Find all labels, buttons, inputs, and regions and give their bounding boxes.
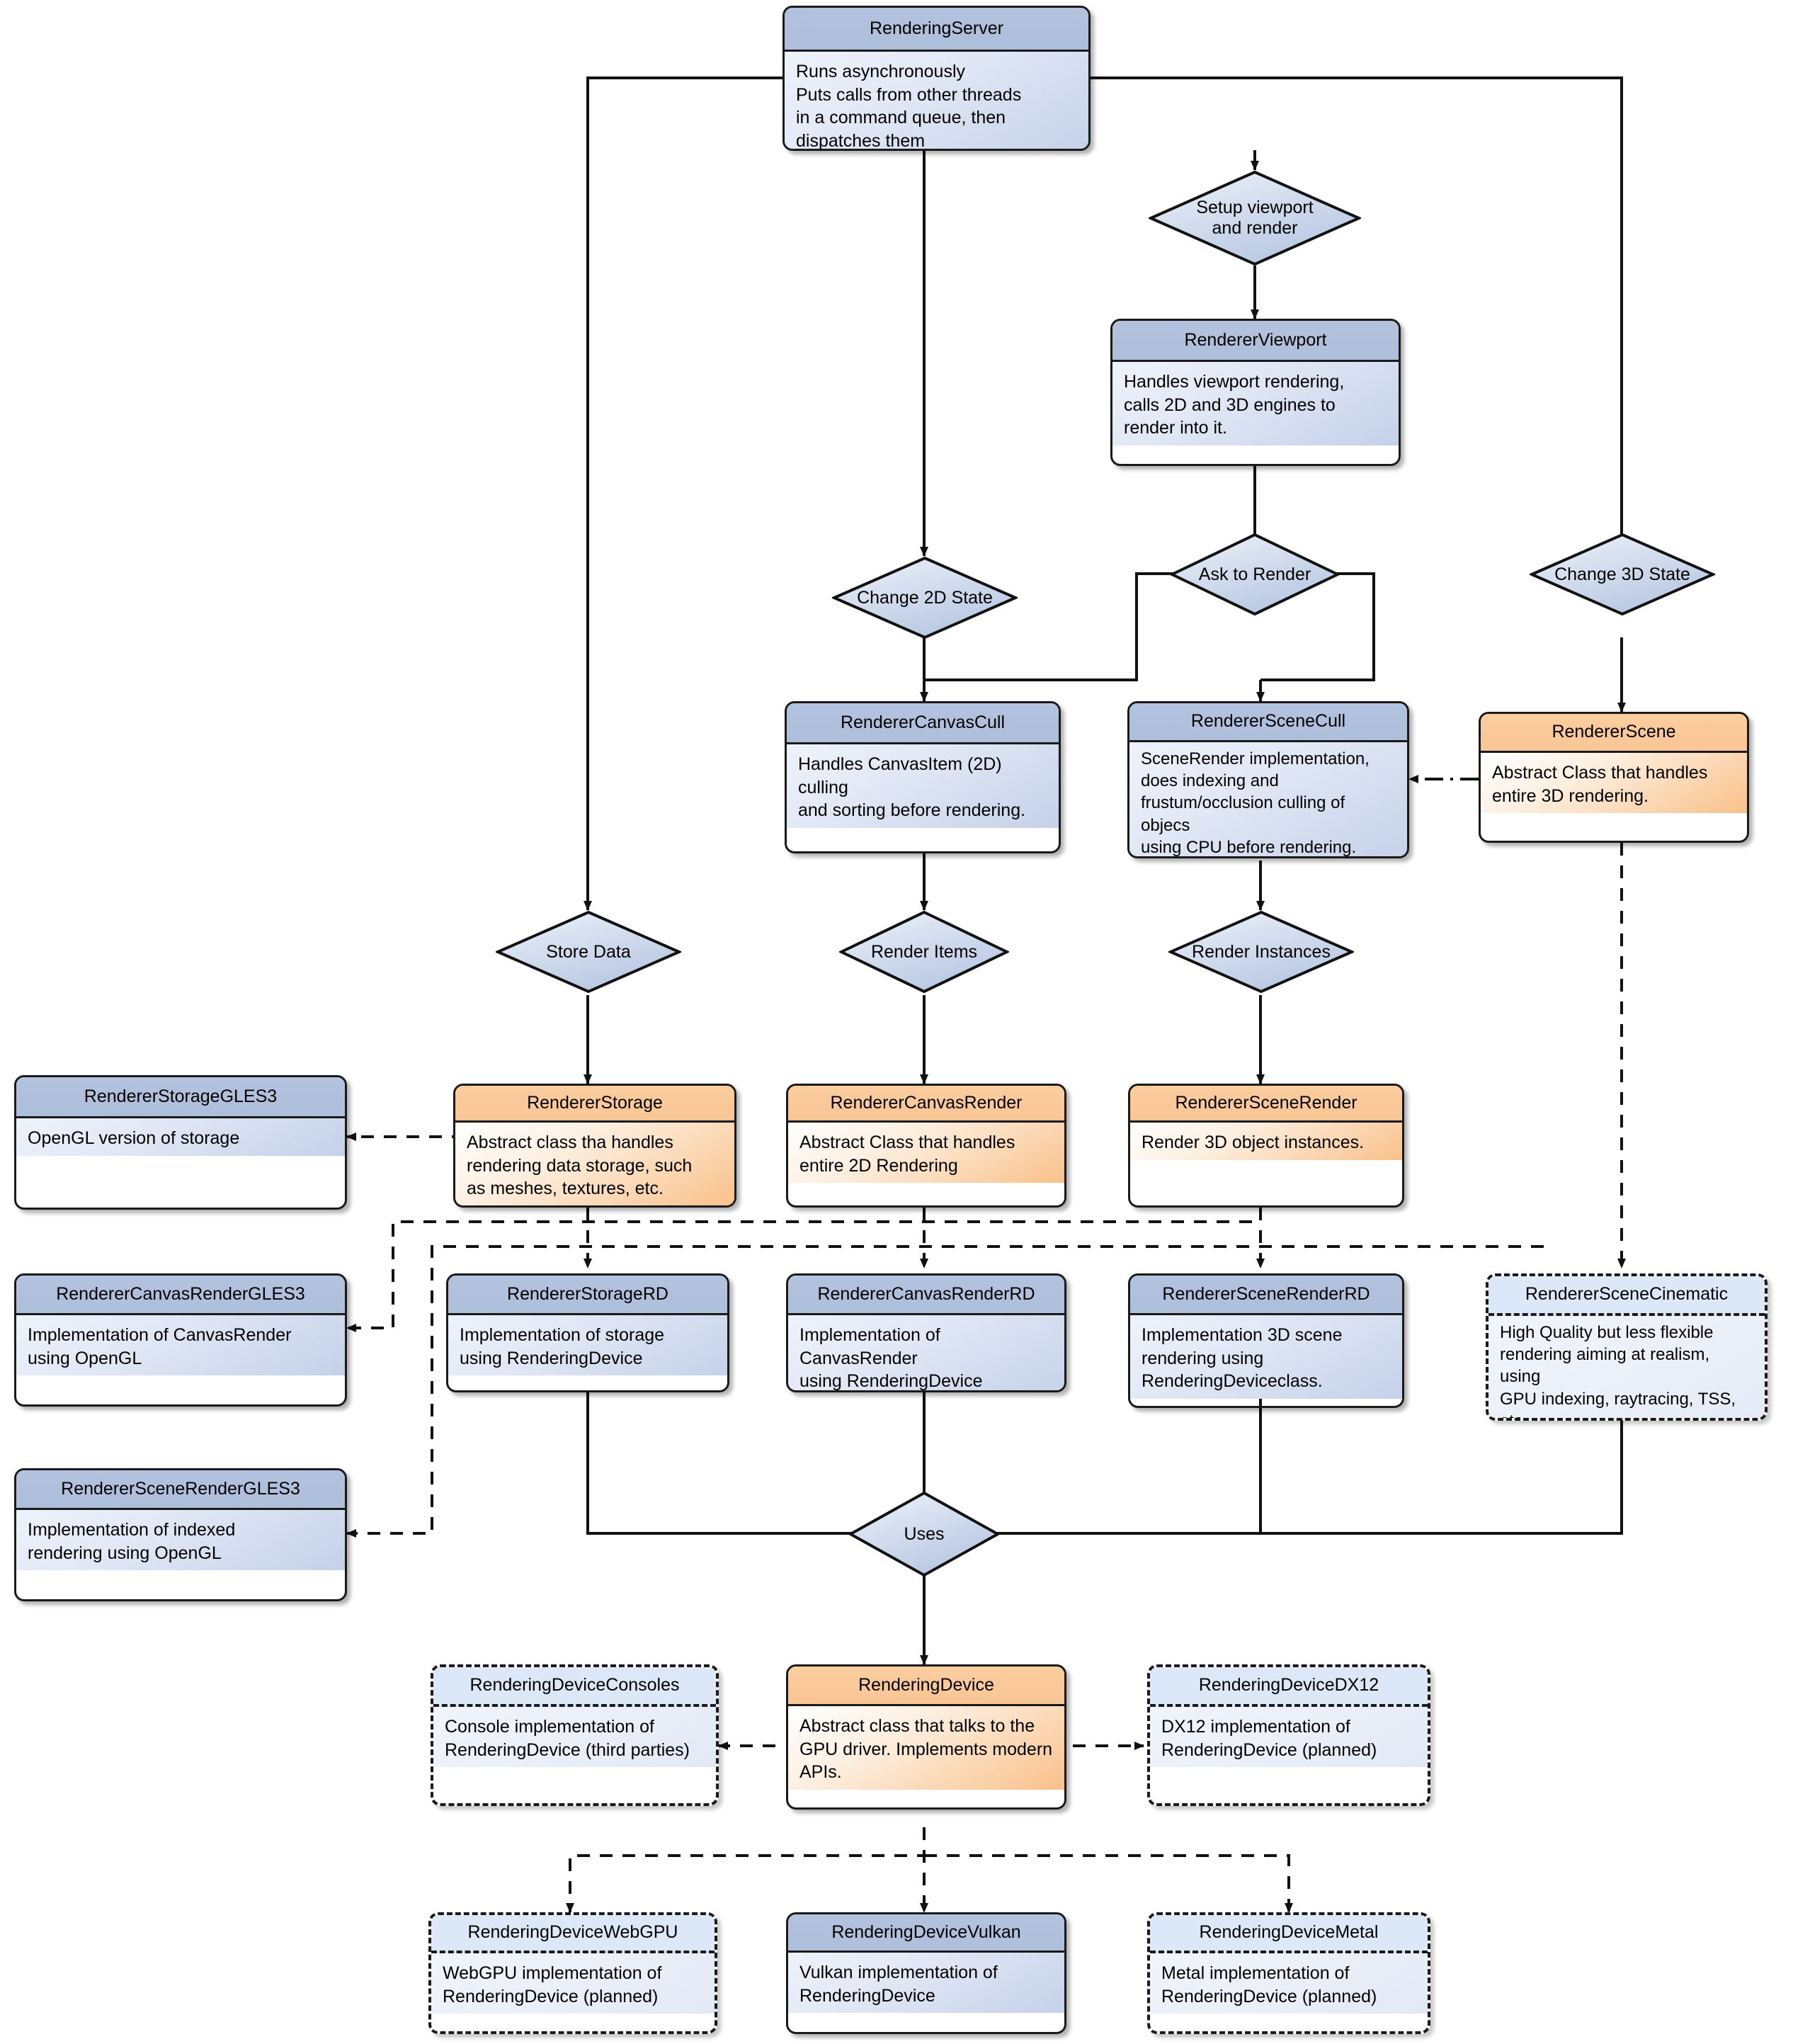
node-renderer-viewport[interactable]: RendererViewport Handles viewport render… [1110,319,1401,466]
node-body: Abstract Class that handles entire 3D re… [1481,753,1747,813]
node-title: RenderingDeviceMetal [1150,1915,1428,1953]
decision-render-instances[interactable]: Render Instances [1167,910,1355,994]
node-rendering-device-webgpu[interactable]: RenderingDeviceWebGPU WebGPU implementat… [428,1912,717,2034]
node-body: Implementation of storage using Renderin… [448,1315,727,1375]
node-renderer-canvas-cull[interactable]: RendererCanvasCull Handles CanvasItem (2… [785,701,1061,853]
node-title: RenderingDeviceConsoles [433,1667,716,1707]
diamond-shape [1528,533,1717,616]
node-renderer-storage-gles3[interactable]: RendererStorageGLES3 OpenGL version of s… [14,1075,347,1210]
node-title: RendererCanvasRender [788,1086,1064,1123]
node-body: OpenGL version of storage [16,1118,345,1156]
node-title: RenderingDevice [788,1667,1064,1706]
node-title: RendererSceneRenderRD [1130,1276,1402,1315]
node-title: RendererCanvasRenderRD [788,1276,1064,1315]
node-rendering-device-vulkan[interactable]: RenderingDeviceVulkan Vulkan implementat… [786,1912,1066,2034]
node-title: RendererStorageRD [448,1276,727,1315]
node-title: RendererSceneCull [1129,703,1407,742]
node-renderer-scene-cull[interactable]: RendererSceneCull SceneRender implementa… [1127,701,1409,858]
node-renderer-canvas-render-rd[interactable]: RendererCanvasRenderRD Implementation of… [786,1273,1066,1392]
node-body: Implementation 3D scene rendering using … [1130,1315,1402,1399]
decision-ask-to-render[interactable]: Ask to Render [1168,533,1341,616]
node-renderer-canvas-render-gles3[interactable]: RendererCanvasRenderGLES3 Implementation… [14,1273,347,1407]
decision-store-data[interactable]: Store Data [494,910,683,994]
node-renderer-scene-render-gles3[interactable]: RendererSceneRenderGLES3 Implementation … [14,1468,347,1601]
edge-scenerender-to-scenerendergles3 [346,1245,1544,1538]
node-body: Abstract class tha handles rendering dat… [455,1123,734,1205]
edge-ask-right-to-scenecull [1260,572,1375,681]
node-body: Implementation of CanvasRender using Ren… [788,1315,1064,1390]
edge-scenerenderrd-to-uses [980,1392,1262,1538]
node-title: RenderingDeviceDX12 [1150,1667,1428,1707]
diamond-shape [1167,910,1355,994]
node-title: RendererSceneCinematic [1489,1276,1765,1316]
node-body: Implementation of indexed rendering usin… [16,1510,345,1570]
diamond-shape [1147,170,1362,266]
edge-server-to-storedata [584,76,782,911]
diamond-shape [847,1491,1001,1577]
node-rendering-device-dx12[interactable]: RenderingDeviceDX12 DX12 implementation … [1147,1664,1430,1806]
node-body: Implementation of CanvasRender using Ope… [16,1315,345,1375]
node-rendering-device-consoles[interactable]: RenderingDeviceConsoles Console implemen… [431,1664,719,1806]
node-rendering-device-metal[interactable]: RenderingDeviceMetal Metal implementatio… [1147,1912,1430,2034]
edge-cinematic-to-uses [981,1420,1623,1535]
decision-uses[interactable]: Uses [847,1491,1001,1577]
node-title: RendererSceneRender [1130,1086,1402,1123]
node-body: Metal implementation of RenderingDevice … [1150,1953,1428,2014]
node-title: RendererViewport [1112,321,1399,362]
node-body: DX12 implementation of RenderingDevice (… [1150,1707,1428,1767]
node-body: Render 3D object instances. [1130,1123,1402,1160]
node-renderer-canvas-render[interactable]: RendererCanvasRender Abstract Class that… [786,1084,1066,1208]
decision-render-items[interactable]: Render Items [838,910,1011,994]
decision-change-2d-state[interactable]: Change 2D State [831,556,1019,640]
node-title: RendererCanvasRenderGLES3 [16,1276,345,1315]
node-title: RenderingDeviceWebGPU [431,1915,715,1953]
node-renderer-storage[interactable]: RendererStorage Abstract class tha handl… [453,1084,736,1208]
node-title: RendererStorageGLES3 [16,1077,345,1118]
diamond-shape [831,556,1019,640]
node-body: SceneRender implementation, does indexin… [1129,742,1407,856]
node-renderer-scene-render[interactable]: RendererSceneRender Render 3D object ins… [1128,1084,1404,1208]
node-renderer-storage-rd[interactable]: RendererStorageRD Implementation of stor… [446,1273,729,1392]
diamond-shape [1168,533,1341,616]
node-title: RendererCanvasCull [787,703,1059,744]
node-title: RendererSceneRenderGLES3 [16,1470,345,1510]
node-rendering-device[interactable]: RenderingDevice Abstract class that talk… [786,1664,1066,1810]
node-title: RendererScene [1481,714,1747,753]
edge-canvasrender-to-canvasrendergles3 [346,1208,1262,1332]
node-title: RenderingServer [785,8,1088,52]
edge-ask-left-to-canvascull [924,572,1184,681]
diamond-shape [838,910,1011,994]
node-rendering-server[interactable]: RenderingServer Runs asynchronously Puts… [782,6,1091,151]
decision-setup-viewport-and-render[interactable]: Setup viewport and render [1147,170,1362,266]
node-body: WebGPU implementation of RenderingDevice… [431,1953,715,2014]
node-renderer-scene-render-rd[interactable]: RendererSceneRenderRD Implementation 3D … [1128,1273,1404,1408]
edge-device-to-metal [924,1854,1293,1913]
node-renderer-scene[interactable]: RendererScene Abstract Class that handle… [1479,712,1749,843]
node-body: Abstract Class that handles entire 2D Re… [788,1123,1064,1183]
node-body: Vulkan implementation of RenderingDevice [788,1953,1064,2013]
decision-change-3d-state[interactable]: Change 3D State [1528,533,1717,616]
node-body: Console implementation of RenderingDevic… [433,1707,716,1767]
node-title: RendererStorage [455,1086,734,1123]
edge-server-to-change3d [1091,76,1623,538]
node-body: High Quality but less flexible rendering… [1489,1316,1765,1418]
diamond-shape [494,910,683,994]
node-title: RenderingDeviceVulkan [788,1914,1064,1953]
node-body: Abstract class that talks to the GPU dri… [788,1706,1064,1790]
node-body: Runs asynchronously Puts calls from othe… [785,52,1088,149]
edge-device-to-webgpu [566,1827,926,1913]
node-renderer-scene-cinematic[interactable]: RendererSceneCinematic High Quality but … [1486,1273,1768,1421]
node-body: Handles CanvasItem (2D) culling and sort… [787,744,1059,828]
edge-storagerd-to-uses [586,1392,872,1538]
node-body: Handles viewport rendering, calls 2D and… [1112,362,1399,445]
